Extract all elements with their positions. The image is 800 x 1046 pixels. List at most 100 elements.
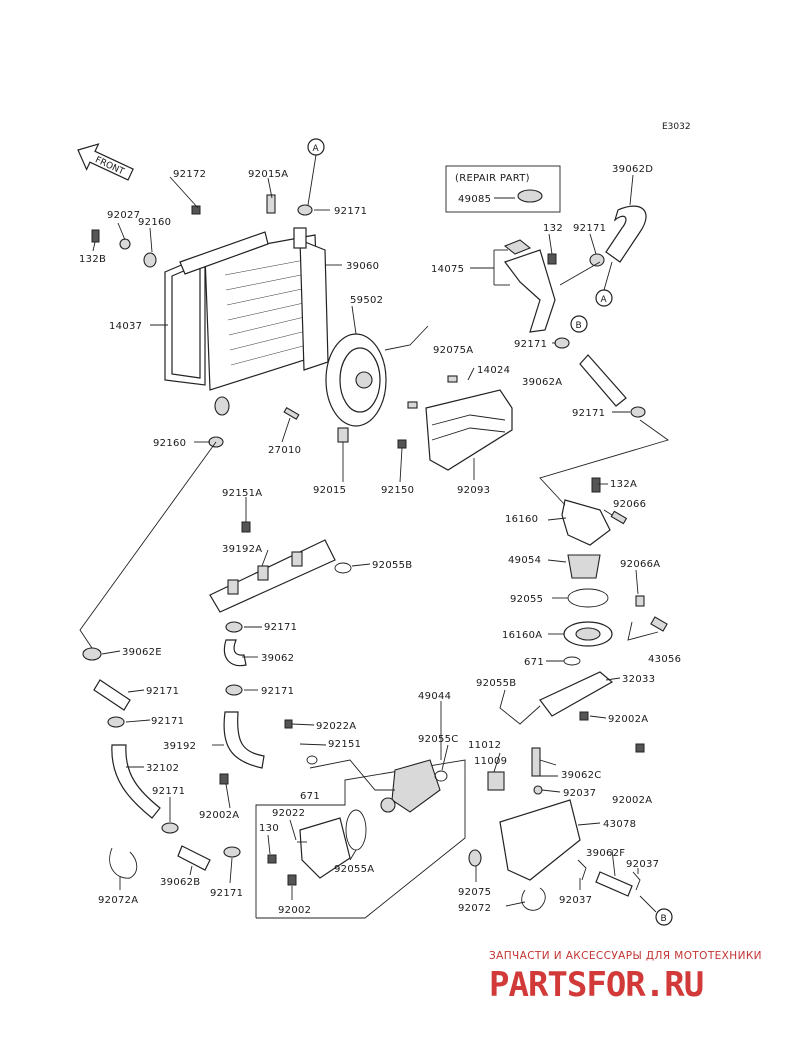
part-label: 92072A [98, 895, 138, 906]
pipe-32033-icon [539, 671, 614, 717]
part-label: 39062F [586, 848, 625, 859]
o-ring-92055-icon [567, 588, 609, 608]
clamp-92171c-icon [554, 337, 570, 349]
part-label: 92171 [334, 206, 367, 217]
bracket-92015A-icon [266, 194, 276, 214]
part-label: 130 [259, 823, 279, 834]
part-label: 49054 [508, 555, 541, 566]
part-label: 39192 [163, 741, 196, 752]
bolt-92002Ad-icon [635, 743, 645, 753]
water-pipe-39192A [209, 521, 352, 613]
clamp-92171d-icon [630, 406, 646, 418]
hose-39062B-icon [177, 845, 211, 871]
diagram-code: E3032 [662, 122, 691, 132]
part-label: 132 [543, 223, 563, 234]
part-label: 39192A [222, 544, 262, 555]
part-label: 92037 [563, 788, 596, 799]
part-label: 39060 [346, 261, 379, 272]
part-label: 92171 [146, 686, 179, 697]
o-ring-92055A-icon [345, 809, 367, 851]
watermark-tagline: ЗАПЧАСТИ И АКСЕССУАРЫ ДЛЯ МОТОТЕХНИКИ [489, 950, 762, 962]
part-label: 92037 [559, 895, 592, 906]
damper-11012-icon [487, 771, 505, 791]
plug-92066A-icon [635, 595, 645, 607]
part-label: 671 [524, 657, 544, 668]
part-label: 39062 [261, 653, 294, 664]
part-label: 39062C [561, 770, 602, 781]
watermark-logo: PARTSFOR.RU [489, 965, 704, 1005]
callout-b-top [570, 315, 588, 333]
clip-92037c-icon [577, 859, 587, 881]
reserve-tank [407, 375, 513, 471]
o-ring-92055B-icon [334, 562, 352, 574]
part-label: 43078 [603, 819, 636, 830]
water-pump-assembly [255, 755, 466, 919]
part-label: 92171 [514, 339, 547, 350]
callout-b-top-label: B [576, 321, 582, 331]
part-label: 92171 [210, 888, 243, 899]
part-label: 92151A [222, 488, 262, 499]
radiator-fasteners [91, 194, 313, 448]
part-label: 92160 [138, 217, 171, 228]
part-label: 49044 [418, 691, 451, 702]
sensor-43056-icon [650, 616, 668, 632]
part-label: 92055A [334, 864, 374, 875]
repair-part-title: (REPAIR PART) [455, 173, 530, 184]
bolt-92002-icon [287, 874, 297, 886]
part-label: 92002 [278, 905, 311, 916]
grommet-92160b-icon [214, 396, 230, 416]
part-number-labels: 92172 92015A 92171 92027 92160 132B 3906… [79, 164, 681, 916]
clamp-92072-icon [521, 887, 546, 911]
part-label: 92066A [620, 559, 660, 570]
part-label: 39062E [122, 647, 162, 658]
part-label: 32102 [146, 763, 179, 774]
part-label: 92171 [572, 408, 605, 419]
bolt-132-icon [547, 253, 557, 265]
part-label: 92055B [372, 560, 412, 571]
clip-92037b-icon [632, 871, 641, 891]
part-label: 92037 [626, 859, 659, 870]
bolt-92150-icon [397, 439, 407, 449]
clamp-92072A-icon [109, 847, 138, 879]
bracket-92015-icon [337, 427, 349, 443]
thermostat-assembly [539, 477, 668, 753]
callout-a-top [307, 138, 325, 156]
callout-a-right-label: A [601, 295, 608, 305]
damper-92075-icon [468, 849, 482, 867]
part-label: 132B [79, 254, 106, 265]
part-label: 92150 [381, 485, 414, 496]
grommet-92160-icon [143, 252, 157, 268]
clamp-92171-icon [297, 204, 313, 216]
thermostat-49054-icon [567, 554, 601, 579]
hose-39062A-icon [579, 354, 627, 407]
part-label: 92055 [510, 594, 543, 605]
callout-b-bottom-label: B [661, 914, 667, 924]
part-label: 671 [300, 791, 320, 802]
bolt-92172-icon [191, 205, 201, 215]
repair-part-box: (REPAIR PART) 49085 [445, 165, 561, 213]
part-label: 92171 [573, 223, 606, 234]
hose-39062-icon [223, 639, 247, 667]
hose-39062F-icon [595, 871, 633, 897]
part-label: 92022 [272, 808, 305, 819]
part-label: 92066 [613, 499, 646, 510]
part-label: 11009 [474, 756, 507, 767]
part-label: 92072 [458, 903, 491, 914]
fan-switch-27010-icon [283, 407, 300, 420]
bolt-132B-icon [91, 229, 100, 243]
damper-92075A-icon [447, 375, 458, 383]
damper-92075A-icon-2 [407, 401, 418, 409]
radiator-assembly [164, 227, 329, 391]
part-label: 92093 [457, 485, 490, 496]
hose-32102-icon [111, 744, 161, 819]
part-label: 39062B [160, 877, 200, 888]
part-label: 92022A [316, 721, 356, 732]
part-label: 43056 [648, 654, 681, 665]
part-label: 92171 [264, 622, 297, 633]
part-label: 16160A [502, 630, 542, 641]
part-label: 92002A [608, 714, 648, 725]
part-label: 14024 [477, 365, 510, 376]
fan-assembly [325, 325, 429, 449]
bolt-132A-icon [591, 477, 601, 493]
